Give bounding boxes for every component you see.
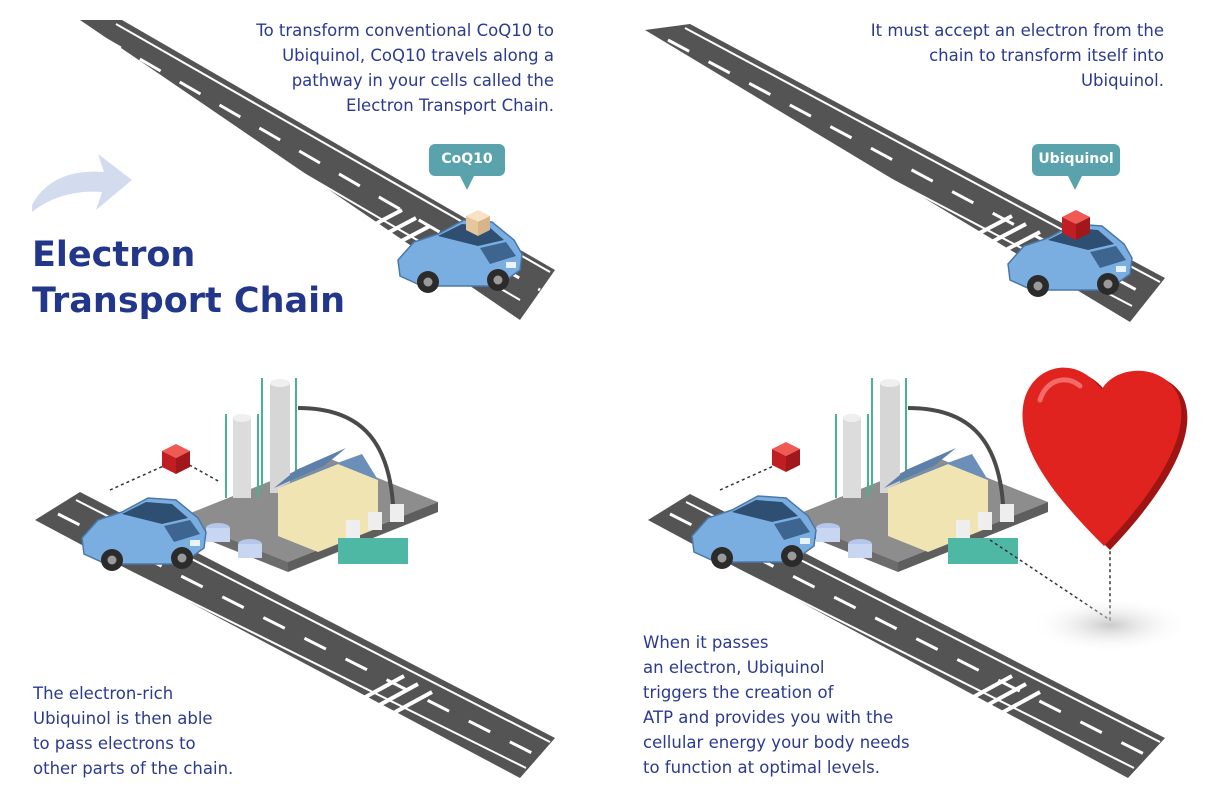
- coq10-bubble: [429, 144, 505, 190]
- caption-line: cellular energy your body needs: [643, 733, 910, 752]
- ubiquinol-bubble: [1032, 144, 1120, 190]
- caption-line: The electron-rich: [33, 684, 174, 703]
- heart-icon: [1022, 367, 1188, 550]
- caption-line: an electron, Ubiquinol: [643, 658, 825, 677]
- curved-arrow-icon: [32, 154, 132, 212]
- panel-2-caption: It must accept an electron from the chai…: [760, 18, 1164, 93]
- title-line-1: Electron: [32, 235, 196, 275]
- caption-line: Ubiquinol, CoQ10 travels along a: [282, 46, 554, 65]
- heart-shadow: [1030, 597, 1190, 653]
- factory-icon: [176, 376, 440, 574]
- caption-line: other parts of the chain.: [33, 759, 234, 778]
- caption-line: triggers the creation of: [643, 683, 834, 702]
- caption-line: To transform conventional CoQ10 to: [256, 21, 554, 40]
- caption-line: to pass electrons to: [33, 734, 196, 753]
- cube-icon: [772, 442, 800, 472]
- caption-line: to function at optimal levels.: [643, 758, 880, 777]
- caption-line: It must accept an electron from the: [870, 21, 1164, 40]
- ubiquinol-bubble-label: Ubiquinol: [1038, 151, 1114, 167]
- caption-line: Ubiquinol.: [1080, 71, 1164, 90]
- caption-line: chain to transform itself into: [929, 46, 1164, 65]
- panel-2-illustration: [645, 24, 1165, 322]
- panel-4-caption: When it passes an electron, Ubiquinol tr…: [643, 630, 963, 780]
- factory-icon: [786, 376, 1050, 574]
- caption-line: When it passes: [643, 633, 769, 652]
- cube-icon: [162, 444, 190, 474]
- road-4: [648, 494, 1165, 778]
- panel-3-illustration: [35, 376, 555, 778]
- panel-4-illustration: [648, 367, 1190, 778]
- caption-line: Electron Transport Chain.: [346, 96, 554, 115]
- panel-1-illustration: [32, 20, 555, 320]
- package-icon: [466, 210, 490, 236]
- caption-line: Ubiquinol is then able: [33, 709, 213, 728]
- coq10-bubble-label: CoQ10: [441, 151, 493, 167]
- caption-line: ATP and provides you with the: [643, 708, 894, 727]
- title-line-2: Transport Chain: [32, 281, 346, 321]
- panel-1-caption: To transform conventional CoQ10 to Ubiqu…: [150, 18, 554, 118]
- caption-line: pathway in your cells called the: [291, 71, 554, 90]
- panel-3-caption: The electron-rich Ubiquinol is then able…: [33, 681, 333, 781]
- diagram-title: Electron Transport Chain: [32, 232, 345, 324]
